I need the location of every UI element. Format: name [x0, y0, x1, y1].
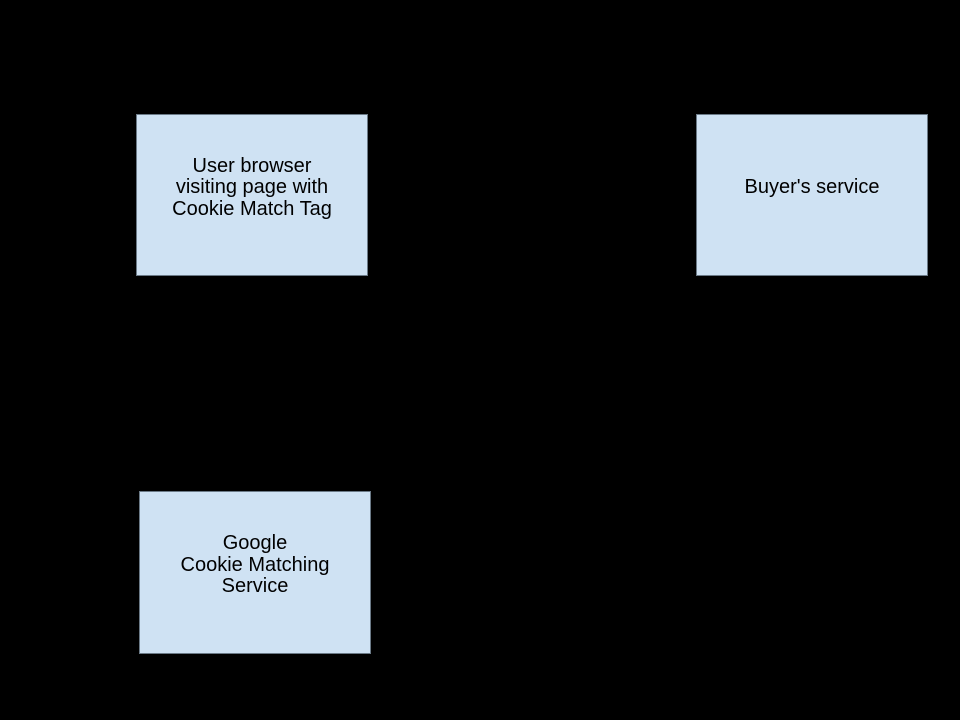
node-label-line: Cookie Match Tag [172, 197, 332, 220]
node-buyers-service: Buyer's service [696, 114, 928, 276]
node-label-line: Service [221, 575, 289, 598]
node-label-line: Cookie Matching [180, 553, 330, 576]
node-user-browser: User browser visiting page with Cookie M… [136, 114, 368, 276]
node-google-cms-label: Google Cookie Matching Service [181, 533, 330, 598]
node-label-line: Buyer's service [744, 176, 880, 199]
node-label-line: User browser [192, 154, 312, 177]
node-label-line: Google [222, 532, 288, 555]
node-user-browser-label: User browser visiting page with Cookie M… [172, 154, 332, 221]
node-buyers-service-label: Buyer's service [745, 177, 880, 199]
node-label-line: visiting page with [175, 176, 329, 199]
node-google-cookie-matching-service: Google Cookie Matching Service [139, 491, 371, 654]
